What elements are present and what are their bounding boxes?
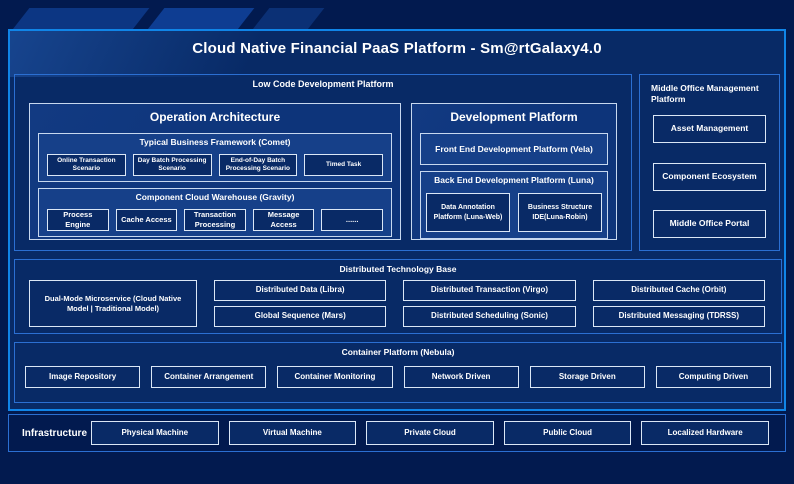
box-asset-management: Asset Management [653,115,766,143]
box-distributed-messaging-tdrss: Distributed Messaging (TDRSS) [592,306,765,327]
box-distributed-cache-orbit: Distributed Cache (Orbit) [592,280,765,301]
box-image-repository: Image Repository [25,366,141,388]
distributed-column: Distributed Cache (Orbit) Distributed Me… [592,280,765,327]
box-typical-business-framework-comet: Typical Business Framework (Comet) Onlin… [38,133,392,182]
low-code-content: Operation Architecture Typical Business … [29,103,617,240]
box-timed-task: Timed Task [304,154,383,176]
infrastructure-label: Infrastructure [22,427,88,439]
main-panel: Cloud Native Financial PaaS Platform - S… [8,29,786,411]
middle-office-title: Middle Office Management Platform [651,83,759,105]
box-component-cloud-warehouse-gravity: Component Cloud Warehouse (Gravity) Proc… [38,188,392,237]
low-code-platform-title: Low Code Development Platform [252,79,394,89]
comet-row: Online Transaction Scenario Day Batch Pr… [47,154,383,176]
distributed-column: Distributed Data (Libra) Global Sequence… [214,280,387,327]
box-online-transaction-scenario: Online Transaction Scenario [47,154,126,176]
container-platform-title: Container Platform (Nebula) [341,347,455,357]
box-virtual-machine: Virtual Machine [228,421,357,445]
box-network-driven: Network Driven [403,366,519,388]
box-front-end-development-platform-vela: Front End Development Platform (Vela) [420,133,608,165]
box-component-ecosystem: Component Ecosystem [653,162,766,191]
comet-title: Typical Business Framework (Comet) [139,137,291,147]
page-title: Cloud Native Financial PaaS Platform - S… [192,40,602,57]
box-process-engine: Process Engine [47,209,109,231]
box-public-cloud: Public Cloud [503,421,632,445]
box-storage-driven: Storage Driven [529,366,645,388]
box-global-sequence-mars: Global Sequence (Mars) [214,306,387,327]
box-middle-office-portal: Middle Office Portal [653,210,766,238]
section-distributed-technology-base: Distributed Technology Base Dual-Mode Mi… [14,259,782,334]
container-platform-row: Image Repository Container Arrangement C… [25,366,772,388]
box-dual-mode-microservice: Dual-Mode Microservice (Cloud Native Mod… [29,280,197,327]
box-container-monitoring: Container Monitoring [277,366,393,388]
box-day-batch-processing-scenario: Day Batch Processing Scenario [132,154,212,176]
operation-architecture-title: Operation Architecture [149,110,281,124]
box-localized-hardware: Localized Hardware [641,421,769,445]
box-data-annotation-platform-luna-web: Data Annotation Platform (Luna-Web) [426,193,510,232]
box-container-arrangement: Container Arrangement [151,366,267,388]
distributed-grid: Dual-Mode Microservice (Cloud Native Mod… [29,280,765,327]
box-end-of-day-batch-processing-scenario: End-of-Day Batch Processing Scenario [218,154,298,176]
box-computing-driven: Computing Driven [655,366,772,388]
distributed-title: Distributed Technology Base [339,264,457,274]
section-container-platform-nebula: Container Platform (Nebula) Image Reposi… [14,342,782,403]
gravity-title: Component Cloud Warehouse (Gravity) [135,192,295,202]
box-cache-access: Cache Access [115,209,178,231]
luna-title: Back End Development Platform (Luna) [434,175,594,185]
box-back-end-development-platform-luna: Back End Development Platform (Luna) Dat… [420,171,608,239]
box-distributed-transaction-virgo: Distributed Transaction (Virgo) [403,280,576,301]
distributed-column: Distributed Transaction (Virgo) Distribu… [403,280,576,327]
box-transaction-processing: Transaction Processing [184,209,246,231]
infrastructure-row: Physical Machine Virtual Machine Private… [91,421,769,445]
box-development-platform: Development Platform Front End Developme… [411,103,617,240]
box-operation-architecture: Operation Architecture Typical Business … [29,103,401,240]
development-platform-title: Development Platform [450,110,578,124]
box-physical-machine: Physical Machine [91,421,219,445]
section-middle-office-management-platform: Middle Office Management Platform Asset … [639,74,780,251]
section-infrastructure: Infrastructure Physical Machine Virtual … [8,414,786,452]
box-ellipsis-more: ...... [321,209,383,231]
box-distributed-scheduling-sonic: Distributed Scheduling (Sonic) [403,306,576,327]
gravity-row: Process Engine Cache Access Transaction … [47,209,383,231]
middle-office-boxes: Asset Management Component Ecosystem Mid… [653,115,766,238]
section-low-code-development-platform: Low Code Development Platform Operation … [14,74,632,251]
box-distributed-data-libra: Distributed Data (Libra) [214,280,387,301]
box-private-cloud: Private Cloud [366,421,494,445]
box-business-structure-ide-luna-robin: Business Structure IDE(Luna-Robin) [518,193,602,232]
luna-row: Data Annotation Platform (Luna-Web) Busi… [426,193,602,232]
box-message-access: Message Access [252,209,315,231]
